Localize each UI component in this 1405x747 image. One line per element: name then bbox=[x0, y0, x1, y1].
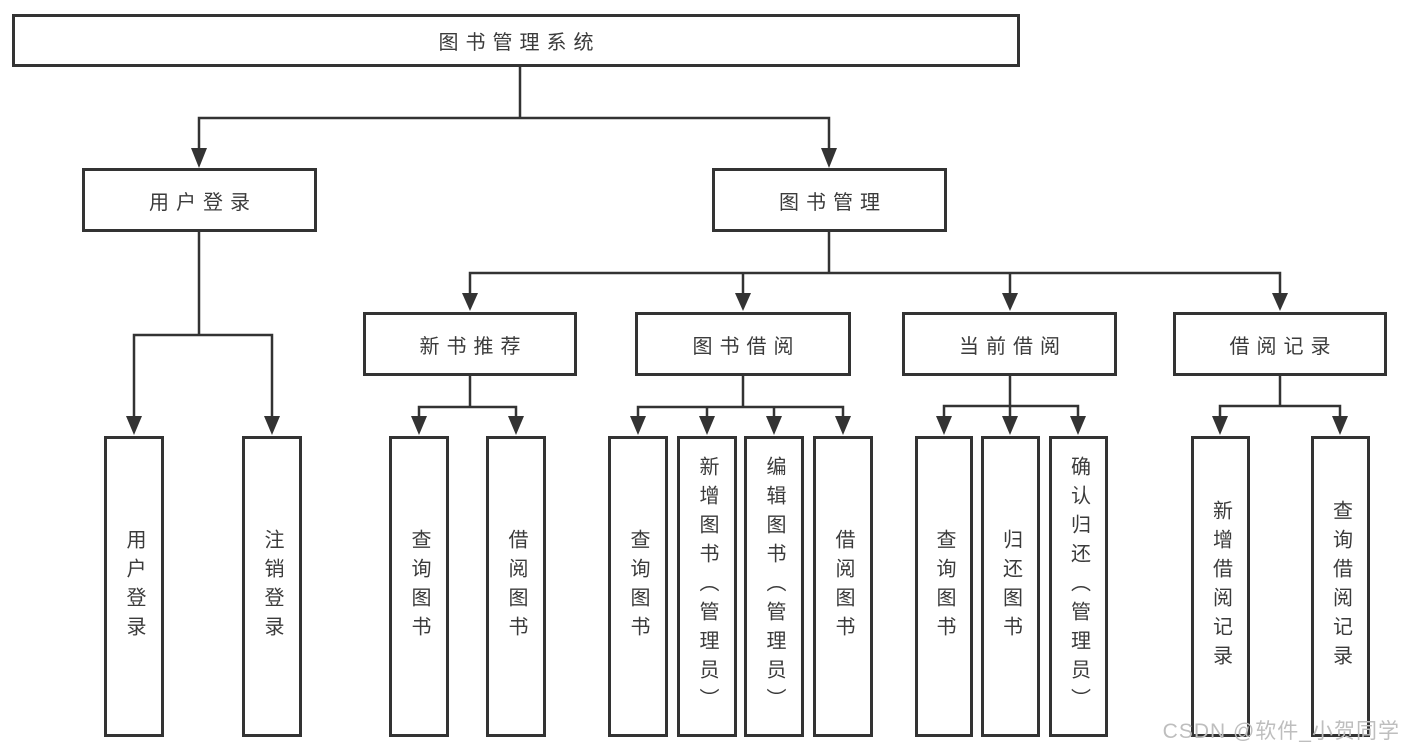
arrowhead bbox=[191, 148, 207, 168]
leaf-edit-books-admin-label: 编辑图书（管理员） bbox=[763, 456, 785, 717]
node-book-borrow: 图书借阅 bbox=[635, 312, 851, 376]
leaf-add-books-admin: 新增图书（管理员） bbox=[677, 436, 737, 737]
connector-book-borrow-children bbox=[636, 374, 845, 421]
arrowhead bbox=[462, 293, 478, 311]
leaf-return-books: 归还图书 bbox=[981, 436, 1040, 737]
node-book-mgmt: 图书管理 bbox=[712, 168, 947, 232]
node-borrow-record-label: 借阅记录 bbox=[1229, 335, 1338, 358]
leaf-confirm-return-admin: 确认归还（管理员） bbox=[1049, 436, 1108, 737]
arrowhead bbox=[1272, 293, 1288, 311]
node-current-borrow-label: 当前借阅 bbox=[959, 335, 1067, 358]
node-borrow-record: 借阅记录 bbox=[1173, 312, 1387, 376]
arrowhead bbox=[1002, 293, 1018, 311]
arrowhead bbox=[126, 416, 142, 435]
connector-borrow-record-children bbox=[1218, 374, 1342, 421]
node-book-mgmt-label: 图书管理 bbox=[779, 191, 887, 214]
connector-new-book-children bbox=[417, 374, 518, 421]
arrowhead bbox=[264, 416, 280, 435]
leaf-query-books-borrow: 查询图书 bbox=[608, 436, 668, 737]
leaf-borrow-books: 借阅图书 bbox=[813, 436, 873, 737]
csdn-watermark: CSDN @软件_小贺同学 bbox=[1162, 720, 1400, 743]
leaf-user-login: 用户登录 bbox=[104, 436, 164, 737]
arrowhead bbox=[630, 416, 646, 435]
arrowhead bbox=[411, 416, 427, 435]
leaf-return-books-label: 归还图书 bbox=[999, 528, 1022, 645]
leaf-borrow-books-label: 借阅图书 bbox=[832, 528, 854, 645]
connector-user-login-children bbox=[132, 230, 274, 421]
leaf-query-borrow-record-label: 查询借阅记录 bbox=[1329, 499, 1352, 674]
leaf-user-login-label: 用户登录 bbox=[123, 528, 145, 645]
leaf-query-books-recommend: 查询图书 bbox=[389, 436, 449, 737]
arrowhead bbox=[508, 416, 524, 435]
arrowhead bbox=[835, 416, 851, 435]
arrowhead bbox=[1212, 416, 1228, 435]
arrowhead bbox=[936, 416, 952, 435]
node-root: 图书管理系统 bbox=[12, 14, 1020, 67]
node-new-book-recommend: 新书推荐 bbox=[363, 312, 577, 376]
leaf-logout-label: 注销登录 bbox=[261, 528, 283, 645]
leaf-add-borrow-record-label: 新增借阅记录 bbox=[1209, 499, 1232, 674]
leaf-logout: 注销登录 bbox=[242, 436, 302, 737]
node-root-label: 图书管理系统 bbox=[438, 32, 601, 54]
leaf-confirm-return-admin-label: 确认归还（管理员） bbox=[1067, 456, 1090, 717]
leaf-query-borrow-record: 查询借阅记录 bbox=[1311, 436, 1370, 737]
leaf-add-borrow-record: 新增借阅记录 bbox=[1191, 436, 1250, 737]
leaf-query-books-borrow-label: 查询图书 bbox=[627, 528, 649, 645]
arrowhead bbox=[1332, 416, 1348, 435]
leaf-add-books-admin-label: 新增图书（管理员） bbox=[696, 456, 718, 717]
node-current-borrow: 当前借阅 bbox=[902, 312, 1117, 376]
leaf-query-books-recommend-label: 查询图书 bbox=[408, 528, 430, 645]
leaf-edit-books-admin: 编辑图书（管理员） bbox=[744, 436, 804, 737]
arrowhead bbox=[766, 416, 782, 435]
connector-root-to-level2 bbox=[197, 64, 831, 152]
arrowhead bbox=[699, 416, 715, 435]
connector-current-borrow-children bbox=[942, 374, 1080, 421]
node-new-book-recommend-label: 新书推荐 bbox=[419, 335, 528, 358]
leaf-query-books-current: 查询图书 bbox=[915, 436, 973, 737]
node-user-login: 用户登录 bbox=[82, 168, 317, 232]
leaf-query-books-current-label: 查询图书 bbox=[933, 528, 955, 645]
arrowhead bbox=[735, 293, 751, 311]
arrowhead bbox=[821, 148, 837, 168]
leaf-borrow-books-recommend-label: 借阅图书 bbox=[505, 528, 527, 645]
node-book-borrow-label: 图书借阅 bbox=[692, 335, 801, 358]
arrowhead bbox=[1070, 416, 1086, 435]
connector-book-mgmt-to-level3 bbox=[468, 230, 1282, 296]
node-user-login-label: 用户登录 bbox=[149, 191, 257, 214]
arrowhead bbox=[1002, 416, 1018, 435]
leaf-borrow-books-recommend: 借阅图书 bbox=[486, 436, 546, 737]
